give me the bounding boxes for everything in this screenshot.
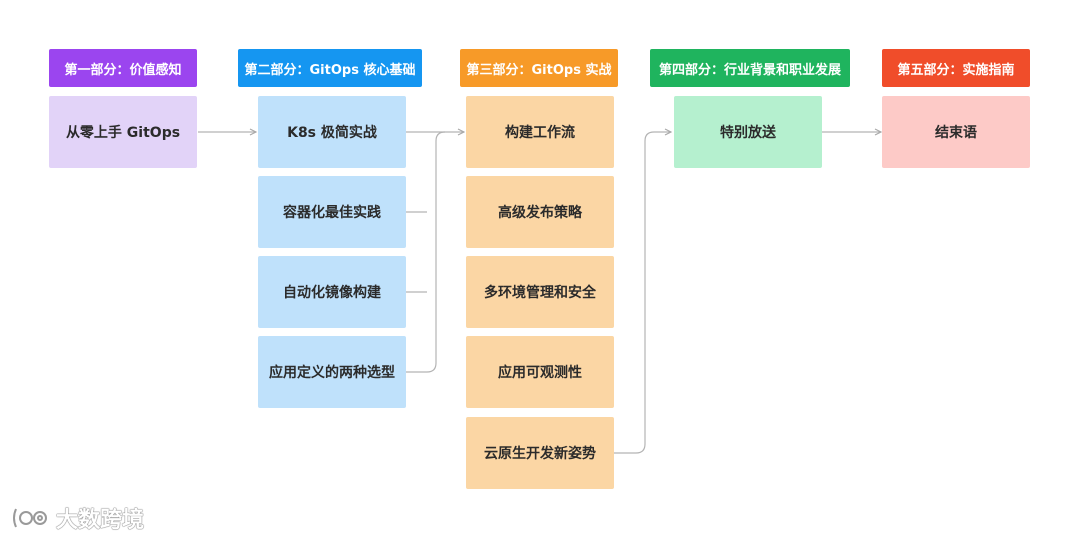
header-part3: 第三部分：GitOps 实战 xyxy=(460,49,618,87)
node-app-definition: 应用定义的两种选型 xyxy=(258,336,406,408)
node-observability: 应用可观测性 xyxy=(466,336,614,408)
node-release-strategy: 高级发布策略 xyxy=(466,176,614,248)
node-k8s-practice: K8s 极简实战 xyxy=(258,96,406,168)
node-workflow: 构建工作流 xyxy=(466,96,614,168)
node-image-build: 自动化镜像构建 xyxy=(258,256,406,328)
header-part4: 第四部分：行业背景和职业发展 xyxy=(650,49,850,87)
link-p2-merge xyxy=(406,131,446,373)
watermark: 大数跨境 xyxy=(10,503,144,533)
header-part5: 第五部分：实施指南 xyxy=(882,49,1030,87)
node-cloud-native-dev: 云原生开发新姿势 xyxy=(466,417,614,489)
watermark-logo-icon xyxy=(13,508,47,528)
node-conclusion: 结束语 xyxy=(882,96,1030,168)
node-gitops-intro: 从零上手 GitOps xyxy=(49,96,197,168)
node-multi-env-security: 多环境管理和安全 xyxy=(466,256,614,328)
watermark-text: 大数跨境 xyxy=(56,508,145,533)
node-special: 特别放送 xyxy=(674,96,822,168)
link-p3-p4 xyxy=(614,132,671,454)
header-part1: 第一部分：价值感知 xyxy=(49,49,197,87)
header-part2: 第二部分：GitOps 核心基础 xyxy=(238,49,422,87)
node-container-best-practice: 容器化最佳实践 xyxy=(258,176,406,248)
